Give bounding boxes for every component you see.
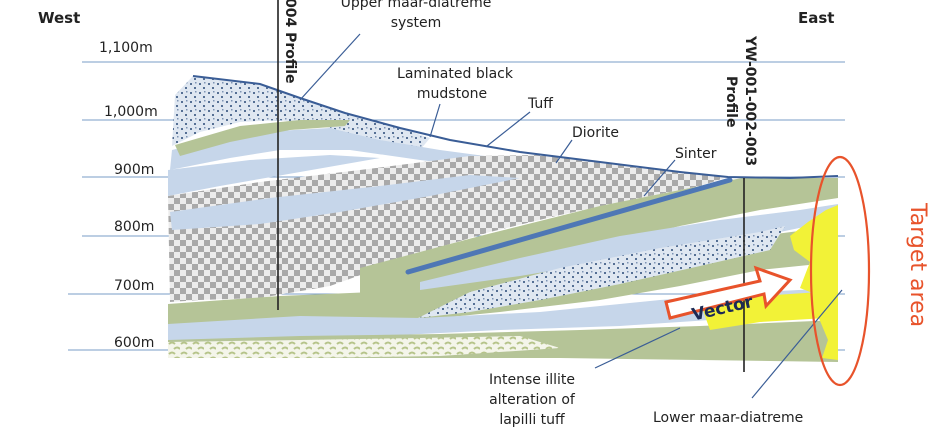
target-alteration: [790, 205, 838, 360]
label-sinter: Sinter: [675, 146, 717, 162]
direction-west: West: [38, 9, 81, 27]
label-illite-line1: Intense illite: [489, 372, 575, 388]
diorite-body: [168, 155, 728, 302]
label-laminated-line1: Laminated black: [397, 66, 513, 82]
elevation-label-900: 900m: [114, 162, 155, 178]
lower-dotted-band: [418, 226, 785, 318]
elevation-label-1100: 1,100m: [99, 40, 153, 56]
profile-label-yw-line2: Profile: [723, 76, 739, 128]
vector-arrow[interactable]: [664, 265, 793, 320]
elevation-label-800: 800m: [114, 219, 155, 235]
callout-leaders: [299, 33, 843, 399]
profile-label-004: 004 Profile: [282, 0, 298, 84]
lower-west-blue: [168, 155, 380, 196]
target-area-label: Target area: [905, 203, 930, 328]
label-diorite: Diorite: [572, 125, 619, 141]
upper-dotted-tuff: [172, 76, 430, 150]
lapilli-tuff-band: [168, 336, 560, 358]
label-tuff: Tuff: [528, 96, 553, 112]
topographic-surface: [192, 75, 839, 180]
upper-green-band: [175, 120, 350, 156]
sinter-layer: [405, 177, 733, 275]
profile-label-yw-line1: YW-001-002-003: [742, 36, 758, 167]
label-upper-maar-line1: Upper maar-diatreme: [340, 0, 492, 11]
elevation-label-600: 600m: [114, 335, 155, 351]
label-laminated-line2: mudstone: [416, 86, 488, 102]
direction-east: East: [798, 9, 835, 27]
mid-blue-band: [170, 175, 520, 230]
elevation-label-700: 700m: [114, 278, 155, 294]
label-lower-maar: Lower maar-diatreme: [653, 410, 804, 426]
target-area-ellipse[interactable]: [809, 155, 871, 387]
elevation-label-1000: 1,000m: [104, 104, 158, 120]
upper-blue-band: [170, 128, 500, 170]
label-upper-maar-line2: system: [390, 15, 442, 31]
label-illite-line2: alteration of: [489, 392, 575, 408]
